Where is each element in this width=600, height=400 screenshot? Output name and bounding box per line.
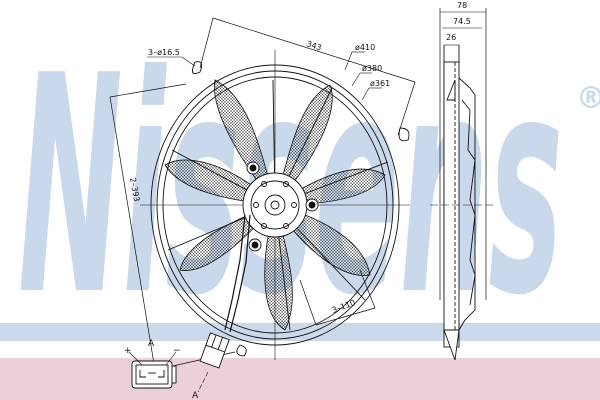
dim-shroud-depth: 74.5 [453, 17, 471, 26]
connector-plug [197, 332, 230, 393]
dim-blade-depth: 26 [446, 33, 456, 42]
dim-shroud-diameter: ø380 [362, 64, 382, 73]
connector-labels: A + − A [124, 339, 199, 400]
side-dimension-labels: 78 74.5 26 [446, 1, 471, 42]
svg-text:®: ® [576, 81, 600, 116]
fan-side-view [430, 8, 495, 361]
connector-plus-label: + [124, 346, 132, 356]
section-label: A [192, 391, 199, 400]
fan-front-view [109, 17, 416, 371]
dim-mount-span: 343 [305, 39, 322, 52]
dim-outer-diameter: ø410 [355, 43, 375, 52]
connector-view-label: A [148, 339, 155, 349]
connector-minus-label: − [173, 346, 181, 356]
connector-face-view [128, 351, 177, 389]
pink-band [0, 358, 600, 400]
dim-total-depth: 78 [457, 1, 467, 10]
dim-side-span: 2–393 [128, 177, 141, 203]
dim-mount-holes: 3–ø16.5 [148, 48, 180, 57]
dim-blade-diameter: ø361 [370, 79, 390, 88]
